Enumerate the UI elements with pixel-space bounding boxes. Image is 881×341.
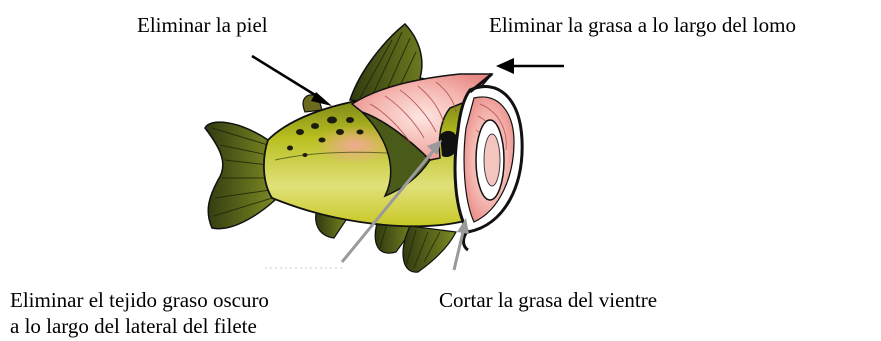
arrow-cut-belly-fat — [454, 218, 469, 270]
arrow-remove-back-fat — [496, 58, 564, 74]
arrow-remove-skin — [252, 56, 332, 106]
